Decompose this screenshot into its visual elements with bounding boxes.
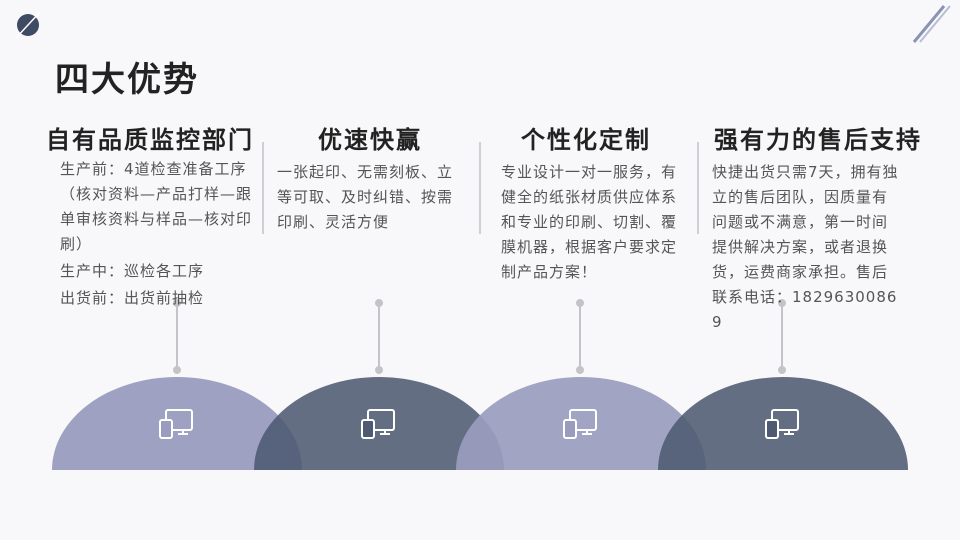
dome-4 (658, 377, 908, 470)
column-heading: 个性化定制 (521, 126, 651, 154)
column-body: 生产前：4道检查准备工序（核对资料—产品打样—跟单审核资料与样品—核对印刷） 生… (60, 157, 252, 313)
column-divider (262, 142, 264, 234)
dome-3 (456, 377, 706, 470)
dome-2 (254, 377, 504, 470)
devices-icon (159, 409, 193, 439)
corner-dot-slash (15, 11, 41, 39)
column-paragraph: 专业设计一对一服务，有健全的纸张材质供应体系和专业的印刷、切割、覆膜机器，根据客… (501, 163, 678, 281)
column-body: 一张起印、无需刻板、立等可取、及时纠错、按需印刷、灵活方便 (277, 160, 459, 237)
column-heading: 强有力的售后支持 (714, 126, 922, 154)
page-title: 四大优势 (55, 60, 199, 100)
column-body: 快捷出货只需7天，拥有独立的售后团队，因质量有问题或不满意，第一时间提供解决方案… (712, 160, 902, 337)
dome-1 (52, 377, 302, 470)
column-heading: 自有品质监控部门 (46, 126, 254, 154)
column-divider (697, 142, 699, 234)
column-heading: 优速快赢 (318, 126, 422, 154)
column-paragraph: 快捷出货只需7天，拥有独立的售后团队，因质量有问题或不满意，第一时间提供解决方案… (712, 163, 899, 331)
column-paragraph: 生产前：4道检查准备工序（核对资料—产品打样—跟单审核资料与样品—核对印刷） (60, 160, 253, 253)
column-paragraph: 生产中：巡检各工序 (60, 262, 205, 280)
corner-stripes-decoration (912, 5, 951, 43)
connectors (173, 299, 786, 374)
column-paragraph: 一张起印、无需刻板、立等可取、及时纠错、按需印刷、灵活方便 (277, 163, 454, 231)
devices-icon (361, 409, 395, 439)
devices-icon (563, 409, 597, 439)
column-paragraph: 出货前：出货前抽检 (60, 289, 205, 307)
column-divider (479, 142, 481, 234)
devices-icon (765, 409, 799, 439)
column-body: 专业设计一对一服务，有健全的纸张材质供应体系和专业的印刷、切割、覆膜机器，根据客… (501, 160, 683, 287)
